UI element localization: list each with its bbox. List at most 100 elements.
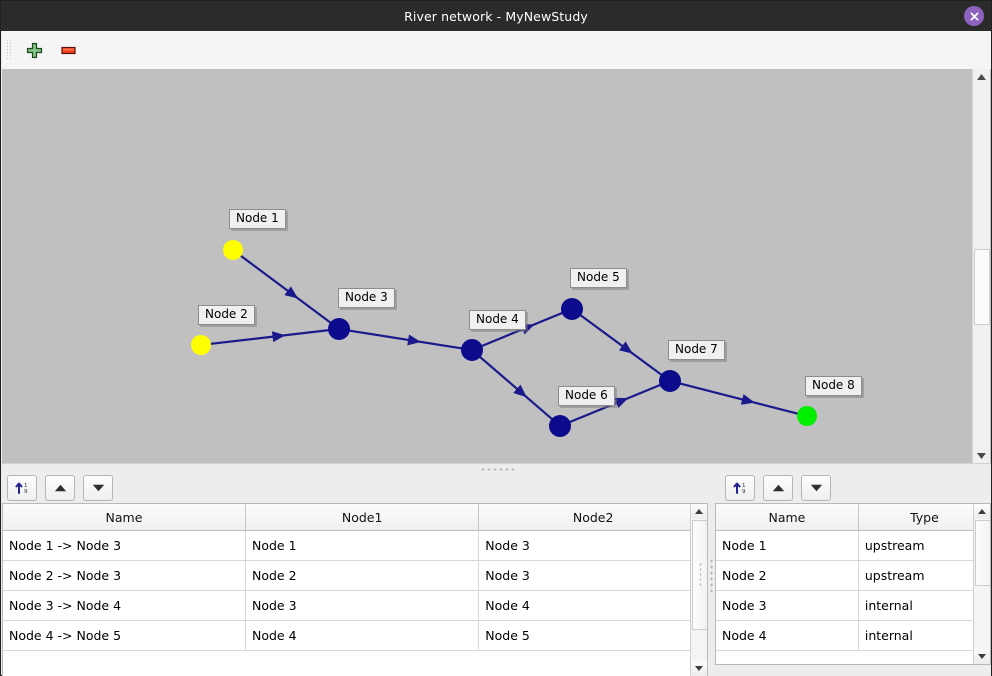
node-label-node7[interactable]: Node 7 xyxy=(668,340,725,360)
edge-arrowhead xyxy=(284,286,299,299)
table-cell[interactable]: Node 4 xyxy=(245,620,480,651)
table-cell[interactable]: internal xyxy=(858,620,990,651)
column-header-type[interactable]: Type xyxy=(858,504,990,531)
horizontal-splitter[interactable] xyxy=(2,463,991,474)
graph-node-node6[interactable] xyxy=(549,415,571,437)
table-cell[interactable]: Node 2 -> Node 3 xyxy=(3,560,246,591)
node-label-node6[interactable]: Node 6 xyxy=(558,386,615,406)
table-cell[interactable]: Node 4 -> Node 5 xyxy=(3,620,246,651)
table-cell[interactable]: Node 5 xyxy=(478,620,707,651)
river-network-canvas[interactable]: Node 1 Node 2 Node 3 Node 4 Node 5 Node 6 Node… xyxy=(2,69,991,463)
branch-toolbar: 1 9 xyxy=(2,473,113,503)
table-cell[interactable]: upstream xyxy=(858,530,990,561)
table-cell[interactable]: upstream xyxy=(858,560,990,591)
edge-arrowhead xyxy=(513,384,527,398)
branch-scroll-thumb[interactable] xyxy=(692,520,707,630)
table-cell[interactable]: Node 2 xyxy=(716,560,859,591)
column-header-node1[interactable]: Node1 xyxy=(245,504,480,531)
main-toolbar xyxy=(2,31,991,70)
scroll-down-arrow[interactable] xyxy=(973,448,990,463)
scroll-thumb-grip-icon xyxy=(699,562,702,588)
table-cell[interactable]: Node 3 xyxy=(478,560,707,591)
node-label-node1[interactable]: Node 1 xyxy=(229,209,286,229)
branch-table-scrollbar[interactable] xyxy=(690,504,707,676)
graph-node-node3[interactable] xyxy=(328,318,350,340)
table-cell[interactable]: internal xyxy=(858,590,990,621)
vertical-splitter[interactable] xyxy=(708,473,715,676)
scroll-up-arrow[interactable] xyxy=(974,504,990,519)
table-cell[interactable]: Node 4 xyxy=(716,620,859,651)
scroll-up-arrow[interactable] xyxy=(973,69,990,84)
graph-node-node4[interactable] xyxy=(461,339,483,361)
table-cell[interactable]: Node 3 -> Node 4 xyxy=(3,590,246,621)
graph-vertical-scrollbar[interactable] xyxy=(972,69,990,463)
node-table-scrollbar[interactable] xyxy=(973,504,990,664)
edge-Node6-Node7[interactable] xyxy=(568,383,662,424)
delete-minus-icon[interactable] xyxy=(55,37,81,63)
node-label-node8[interactable]: Node 8 xyxy=(805,376,862,396)
nodes-layer xyxy=(191,240,817,437)
node-label-node4[interactable]: Node 4 xyxy=(469,310,526,330)
node-label-node2[interactable]: Node 2 xyxy=(198,305,255,325)
edge-arrowhead xyxy=(619,341,633,354)
sort-ascending-icon[interactable]: 1 9 xyxy=(725,475,755,501)
scroll-down-arrow[interactable] xyxy=(691,661,707,676)
graph-node-node8[interactable] xyxy=(797,406,817,426)
edge-Node5-Node7[interactable] xyxy=(579,314,663,376)
table-cell[interactable]: Node 4 xyxy=(478,590,707,621)
edge-Node2-Node3[interactable] xyxy=(209,329,330,346)
graph-node-node5[interactable] xyxy=(561,298,583,320)
triangle-down-icon[interactable] xyxy=(801,475,831,501)
splitter-grip-icon xyxy=(479,467,514,471)
node-scroll-thumb[interactable] xyxy=(975,520,990,586)
title-bar: River network - MyNewStudy xyxy=(1,1,991,31)
edge-Node4-Node6[interactable] xyxy=(478,355,554,421)
table-cell[interactable]: Node 2 xyxy=(245,560,480,591)
edge-Node7-Node8[interactable] xyxy=(679,382,799,415)
graph-node-node1[interactable] xyxy=(223,240,243,260)
table-cell[interactable]: Node 1 -> Node 3 xyxy=(3,530,246,561)
edge-Node3-Node4[interactable] xyxy=(348,329,463,350)
toolbar-grip[interactable] xyxy=(6,39,12,61)
table-cell[interactable]: Node 3 xyxy=(478,530,707,561)
network-graph[interactable] xyxy=(2,69,991,463)
scroll-up-arrow[interactable] xyxy=(691,504,707,519)
column-header-node2[interactable]: Node2 xyxy=(478,504,707,531)
column-header-name[interactable]: Name xyxy=(3,504,246,531)
table-cell[interactable]: Node 3 xyxy=(716,590,859,621)
graph-vscroll-thumb[interactable] xyxy=(974,249,990,325)
triangle-up-icon[interactable] xyxy=(45,475,75,501)
edges-layer xyxy=(209,254,799,424)
triangle-up-icon[interactable] xyxy=(763,475,793,501)
node-label-node5[interactable]: Node 5 xyxy=(570,268,627,288)
graph-node-node2[interactable] xyxy=(191,335,211,355)
table-cell[interactable]: Node 1 xyxy=(245,530,480,561)
splitter-grip-icon xyxy=(710,557,713,592)
add-plus-icon[interactable] xyxy=(21,37,47,63)
graph-node-node7[interactable] xyxy=(659,370,681,392)
table-cell[interactable]: Node 1 xyxy=(716,530,859,561)
edge-Node1-Node3[interactable] xyxy=(239,254,332,324)
close-icon[interactable] xyxy=(964,6,984,26)
sort-ascending-icon[interactable]: 1 9 xyxy=(7,475,37,501)
node-label-node3[interactable]: Node 3 xyxy=(338,288,395,308)
triangle-down-icon[interactable] xyxy=(83,475,113,501)
scroll-down-arrow[interactable] xyxy=(974,649,990,664)
column-header-name[interactable]: Name xyxy=(716,504,859,531)
table-cell[interactable]: Node 3 xyxy=(245,590,480,621)
node-toolbar: 1 9 xyxy=(715,473,831,503)
